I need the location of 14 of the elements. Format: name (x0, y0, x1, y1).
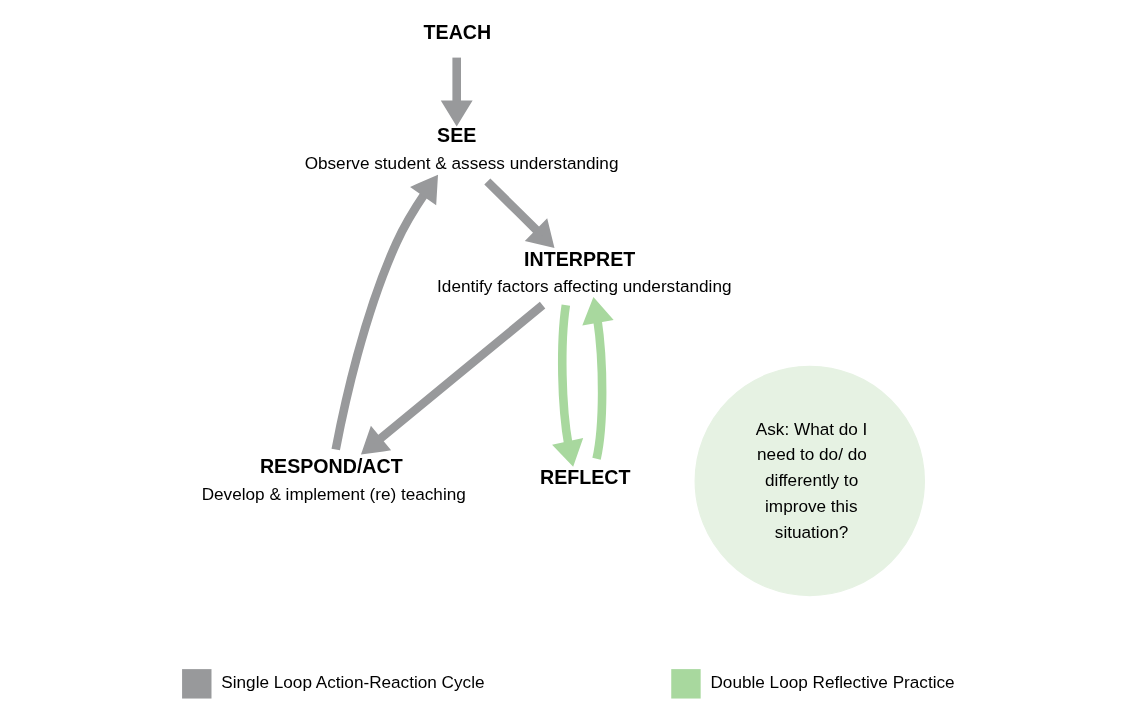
arrow (551, 304, 583, 467)
arrow (440, 57, 473, 127)
node-text: RESPOND/ACT Develop & implement (re) teaching (201, 455, 466, 504)
legend-label: Double Loop Reflective Practice (709, 672, 955, 693)
legend-label: Single Loop Action-Reaction Cycle (220, 672, 485, 693)
node-text: REFLECT (539, 466, 630, 489)
arrow (331, 174, 438, 451)
node-text: INTERPRET Identify factors affecting understanding (436, 248, 731, 297)
arrow (483, 178, 554, 248)
arrow (360, 301, 545, 455)
node-circle: Ask: What do I need to do/ do differently to improve this situation? (694, 365, 925, 597)
node-text: TEACH (423, 20, 491, 43)
arrow (581, 297, 614, 460)
node-text: SEE Observe student & assess understanding (304, 124, 618, 173)
